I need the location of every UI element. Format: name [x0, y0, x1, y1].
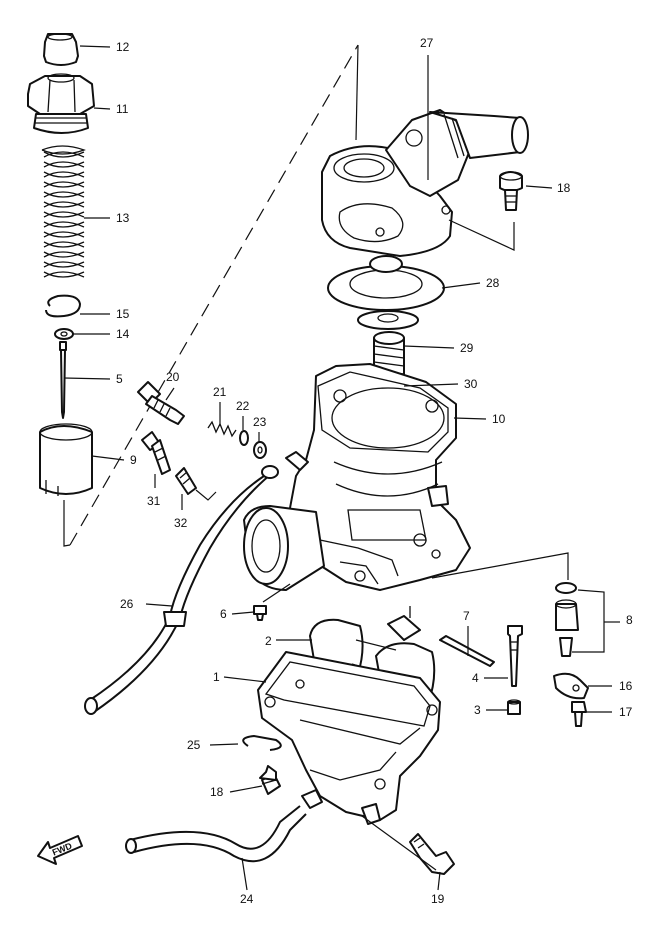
part-18-screw-bottom — [259, 765, 281, 795]
callout-18: 18 — [210, 785, 224, 799]
callout-24: 24 — [240, 892, 254, 906]
callout-8: 8 — [626, 613, 633, 627]
callout-16: 16 — [619, 679, 633, 693]
callout-25: 25 — [187, 738, 201, 752]
callout-18: 18 — [557, 181, 571, 195]
callout-30: 30 — [464, 377, 478, 391]
part-7-pin — [439, 635, 495, 667]
part-20-pilot-screw — [137, 381, 185, 425]
callout-7: 7 — [463, 609, 470, 623]
part-8-needle-valve — [555, 582, 579, 657]
part-19-drain-screw — [409, 833, 455, 875]
fwd-direction-arrow: FWD — [37, 835, 83, 865]
part-9-throttle-slide — [39, 423, 93, 496]
leader-lines — [63, 45, 620, 891]
callout-17: 17 — [619, 705, 633, 719]
callout-10: 10 — [492, 412, 506, 426]
part-3-main-jet — [507, 699, 521, 715]
callout-14: 14 — [116, 327, 130, 341]
part-16-retainer-plate — [553, 672, 589, 700]
part-21-spring — [207, 420, 237, 438]
part-12-cap — [43, 33, 79, 66]
part-15-clip — [45, 294, 82, 318]
callout-23: 23 — [253, 415, 267, 429]
part-17-screw — [571, 701, 587, 727]
part-10-carburetor-body — [285, 363, 471, 591]
part-11-top-nut — [27, 73, 95, 134]
part-6-jet — [253, 605, 267, 621]
callout-3: 3 — [474, 703, 481, 717]
callout-13: 13 — [116, 211, 130, 225]
callout-4: 4 — [472, 671, 479, 685]
part-23-o-ring — [253, 441, 267, 459]
part-14-washer — [54, 328, 74, 340]
carburetor-intake-bore — [243, 505, 325, 591]
callout-26: 26 — [120, 597, 134, 611]
callout-5: 5 — [116, 372, 123, 386]
callout-20: 20 — [166, 370, 180, 384]
part-5-jet-needle — [59, 341, 67, 419]
callout-27: 27 — [420, 36, 434, 50]
part-1-float-bowl — [257, 651, 441, 825]
part-26-vent-hose — [84, 465, 279, 715]
callout-15: 15 — [116, 307, 130, 321]
part-29-plate — [357, 310, 419, 330]
part-28-diaphragm — [327, 255, 445, 311]
callout-9: 9 — [130, 453, 137, 467]
callout-22: 22 — [236, 399, 250, 413]
callout-29: 29 — [460, 341, 474, 355]
callout-2: 2 — [265, 634, 272, 648]
part-22-washer — [239, 430, 249, 446]
part-32-spring — [175, 467, 197, 495]
part-18-screw-top — [499, 171, 523, 211]
part-13-spring — [41, 145, 86, 278]
part-24-drain-hose — [125, 805, 307, 863]
part-25-o-ring — [242, 734, 282, 751]
callout-11: 11 — [116, 102, 129, 116]
callout-1: 1 — [213, 670, 220, 684]
callout-12: 12 — [116, 40, 130, 54]
callout-32: 32 — [174, 516, 188, 530]
callout-28: 28 — [486, 276, 500, 290]
callout-19: 19 — [431, 892, 445, 906]
part-31-throttle-stop-screw — [141, 431, 171, 475]
callout-21: 21 — [213, 385, 227, 399]
callout-6: 6 — [220, 607, 227, 621]
part-27-top-cover — [321, 109, 529, 257]
callout-31: 31 — [147, 494, 161, 508]
part-4-needle-jet — [507, 625, 523, 687]
